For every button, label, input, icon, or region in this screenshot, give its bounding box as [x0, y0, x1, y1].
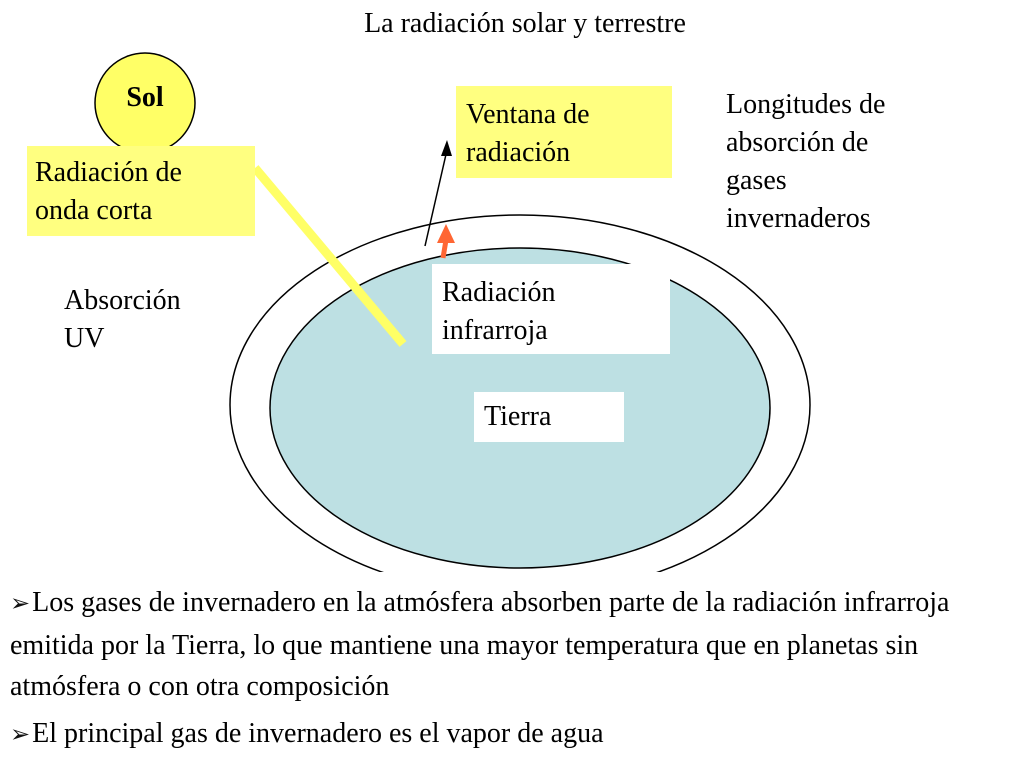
shortwave-ray — [251, 165, 407, 347]
bullet-item-2: ➢El principal gas de invernadero es el v… — [10, 713, 1010, 756]
bullet-text-2: El principal gas de invernadero es el va… — [32, 718, 604, 749]
infrared-label-line-2: infrarroja — [442, 315, 548, 346]
bullet-text-1: Los gases de invernadero en la atmósfera… — [10, 587, 950, 702]
window-label-box: Ventana de radiación — [456, 86, 672, 178]
absorption-bands-line-1: Longitudes de — [726, 89, 886, 120]
bullet-list: ➢Los gases de invernadero en la atmósfer… — [10, 582, 1010, 762]
bullet-item-1: ➢Los gases de invernadero en la atmósfer… — [10, 582, 1010, 707]
shortwave-label-box: Radiación de onda corta — [27, 146, 255, 236]
earth-label-box: Tierra — [474, 392, 624, 442]
shortwave-label-line-1: Radiación de — [35, 157, 182, 188]
absorption-bands-line-3: gases — [726, 165, 787, 196]
infrared-arrow-head — [437, 224, 455, 243]
uv-absorption-label: Absorción UV — [64, 282, 224, 358]
infrared-label-line-1: Radiación — [442, 277, 556, 308]
sun-label: Sol — [126, 82, 164, 113]
absorption-bands-line-2: absorción de — [726, 127, 869, 158]
infrared-label-box: Radiación infrarroja — [432, 264, 670, 354]
absorption-bands-line-4: invernaderos — [726, 203, 871, 234]
escape-arrow-head — [441, 140, 452, 156]
uv-absorption-line-2: UV — [64, 323, 105, 354]
diagram-title: La radiación solar y terrestre — [364, 8, 686, 39]
absorption-bands-label: Longitudes de absorción de gases inverna… — [726, 86, 936, 238]
earth-label: Tierra — [484, 401, 552, 432]
arrowhead-bullet-icon: ➢ — [10, 722, 31, 748]
arrowhead-bullet-icon: ➢ — [10, 591, 31, 617]
window-label-line-1: Ventana de — [466, 99, 590, 130]
uv-absorption-line-1: Absorción — [64, 285, 181, 316]
window-label-line-2: radiación — [466, 137, 571, 168]
shortwave-label-line-2: onda corta — [35, 195, 153, 226]
escape-arrow-line — [424, 149, 448, 247]
bottom-mask — [0, 572, 1024, 580]
